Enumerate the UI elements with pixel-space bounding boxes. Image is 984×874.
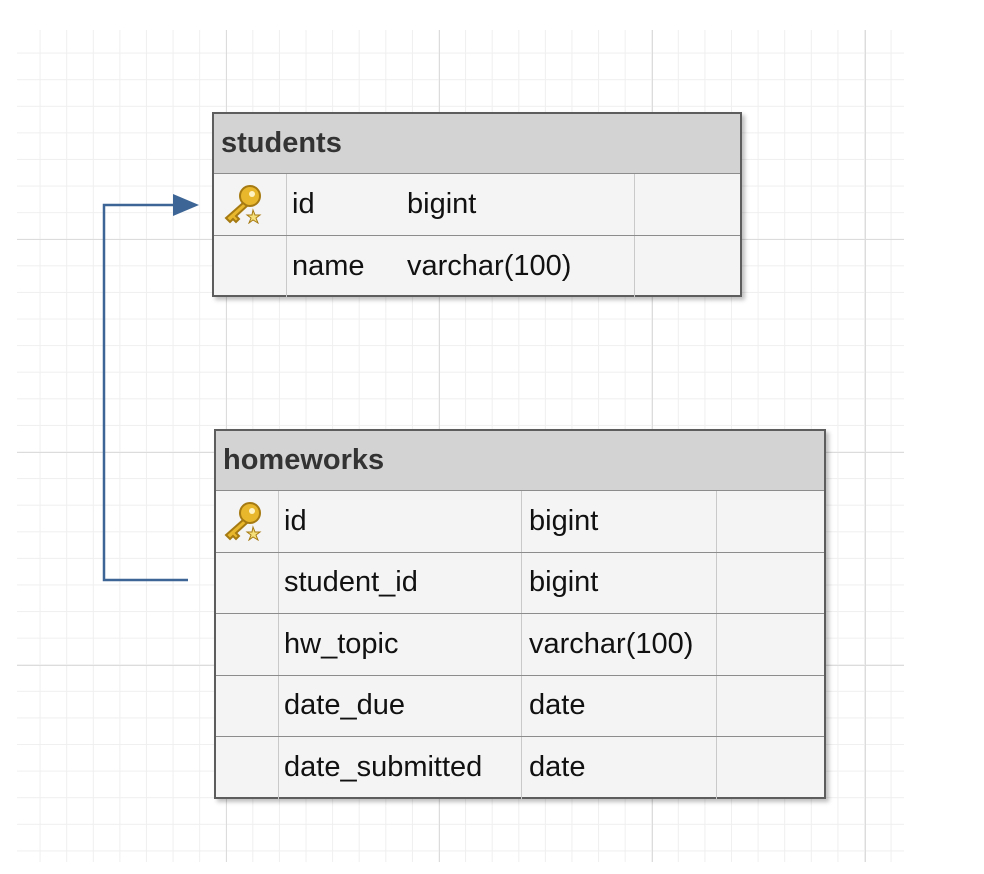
column-type: date [529,751,586,784]
column-name: date_submitted [284,751,483,784]
column-type: varchar(100) [407,249,572,282]
students-table[interactable]: students id bigint name varchar(100) [212,112,742,297]
table-title: homeworks [216,431,824,491]
column-type: varchar(100) [529,627,694,660]
column-type: bigint [529,566,599,599]
column-type: bigint [407,187,477,220]
column-type: date [529,689,586,722]
table-row-date-due[interactable]: date_due date [216,675,824,737]
key-icon [224,185,262,224]
column-name: id [284,504,307,537]
table-row-date-submitted[interactable]: date_submitted date [216,737,824,799]
column-name: student_id [284,566,418,599]
column-type: bigint [529,504,599,537]
column-name: date_due [284,689,405,722]
homeworks-table[interactable]: homeworks id bigint student_id bigint hw… [214,429,826,799]
key-icon [224,502,262,541]
table-title: students [214,114,740,174]
table-row-id[interactable]: id bigint [216,491,824,553]
column-name: id [292,187,315,220]
table-row-student-id[interactable]: student_id bigint [216,552,824,614]
table-row-id[interactable]: id bigint [214,174,740,236]
table-row-hw-topic[interactable]: hw_topic varchar(100) [216,614,824,676]
table-row-name[interactable]: name varchar(100) [214,235,740,297]
column-name: name [292,249,365,282]
column-name: hw_topic [284,627,399,660]
